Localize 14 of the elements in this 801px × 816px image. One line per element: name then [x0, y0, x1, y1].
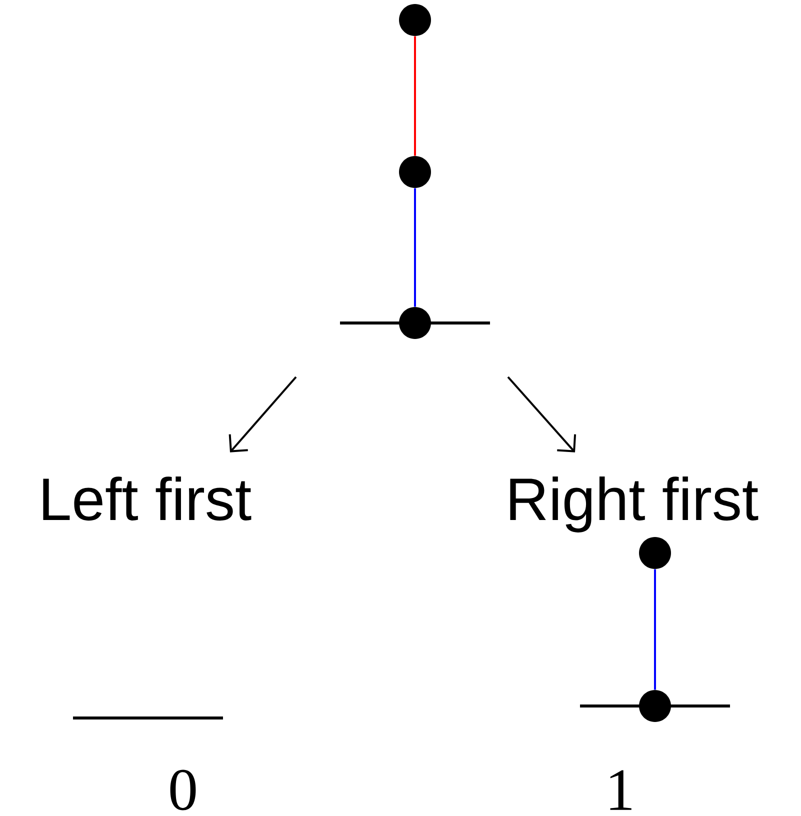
line — [414, 36, 416, 156]
label-text: Left first — [43, 476, 252, 521]
value-label: 1 — [610, 770, 632, 810]
label-text: Right first — [510, 476, 758, 532]
dot — [399, 156, 431, 188]
line — [654, 569, 656, 690]
arrow — [228, 376, 297, 452]
dot — [639, 537, 671, 569]
dot — [399, 4, 431, 36]
value-label: 0 — [170, 770, 196, 810]
arrow — [507, 376, 576, 452]
dot — [639, 690, 671, 722]
dot — [399, 307, 431, 339]
line — [414, 188, 416, 307]
